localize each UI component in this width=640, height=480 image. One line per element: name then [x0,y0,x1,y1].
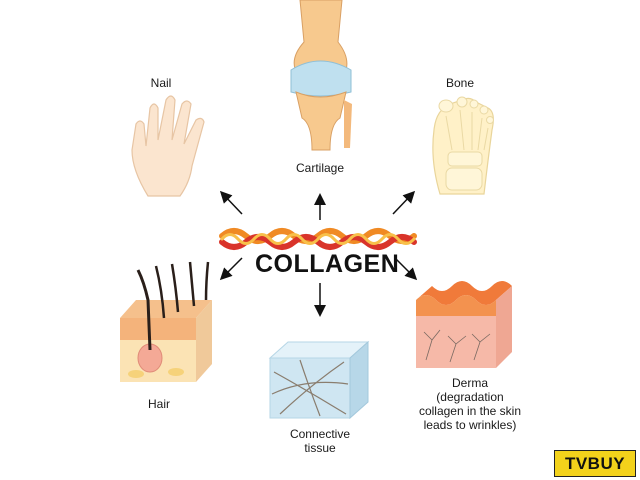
hair-skin-illustration [120,261,212,382]
collagen-fiber [219,228,417,250]
connective-label-line2: tissue [304,441,336,455]
arrow-nail [219,190,243,215]
derma-label-line3: collagen in the skin [418,404,522,418]
bone-label: Bone [445,76,475,90]
connective-tissue-illustration [268,340,370,420]
cartilage-illustration [290,0,352,151]
nail-label: Nail [150,76,172,90]
arrow-bone [392,190,416,215]
tvbuy-logo: TVBUY [554,450,636,477]
connective-label-line1: Connective [289,427,351,441]
logo-text: TVBUY [564,453,626,473]
derma-label-line4: leads to wrinkles) [423,418,517,432]
derma-illustration [416,281,512,368]
hand-illustration [131,95,205,197]
derma-label-line1: Derma [451,376,488,390]
arrows [219,190,418,317]
hair-label: Hair [147,397,170,411]
derma-label: Derma (degradation collagen in the skin … [404,376,536,432]
derma-label-line2: (degradation [436,390,504,404]
cartilage-label: Cartilage [295,161,345,175]
collagen-title: COLLAGEN [255,250,400,278]
connective-tissue-label: Connective tissue [270,427,370,455]
arrow-hair [219,257,243,281]
arrow-derma [394,257,418,281]
foot-bone-illustration [432,96,494,195]
